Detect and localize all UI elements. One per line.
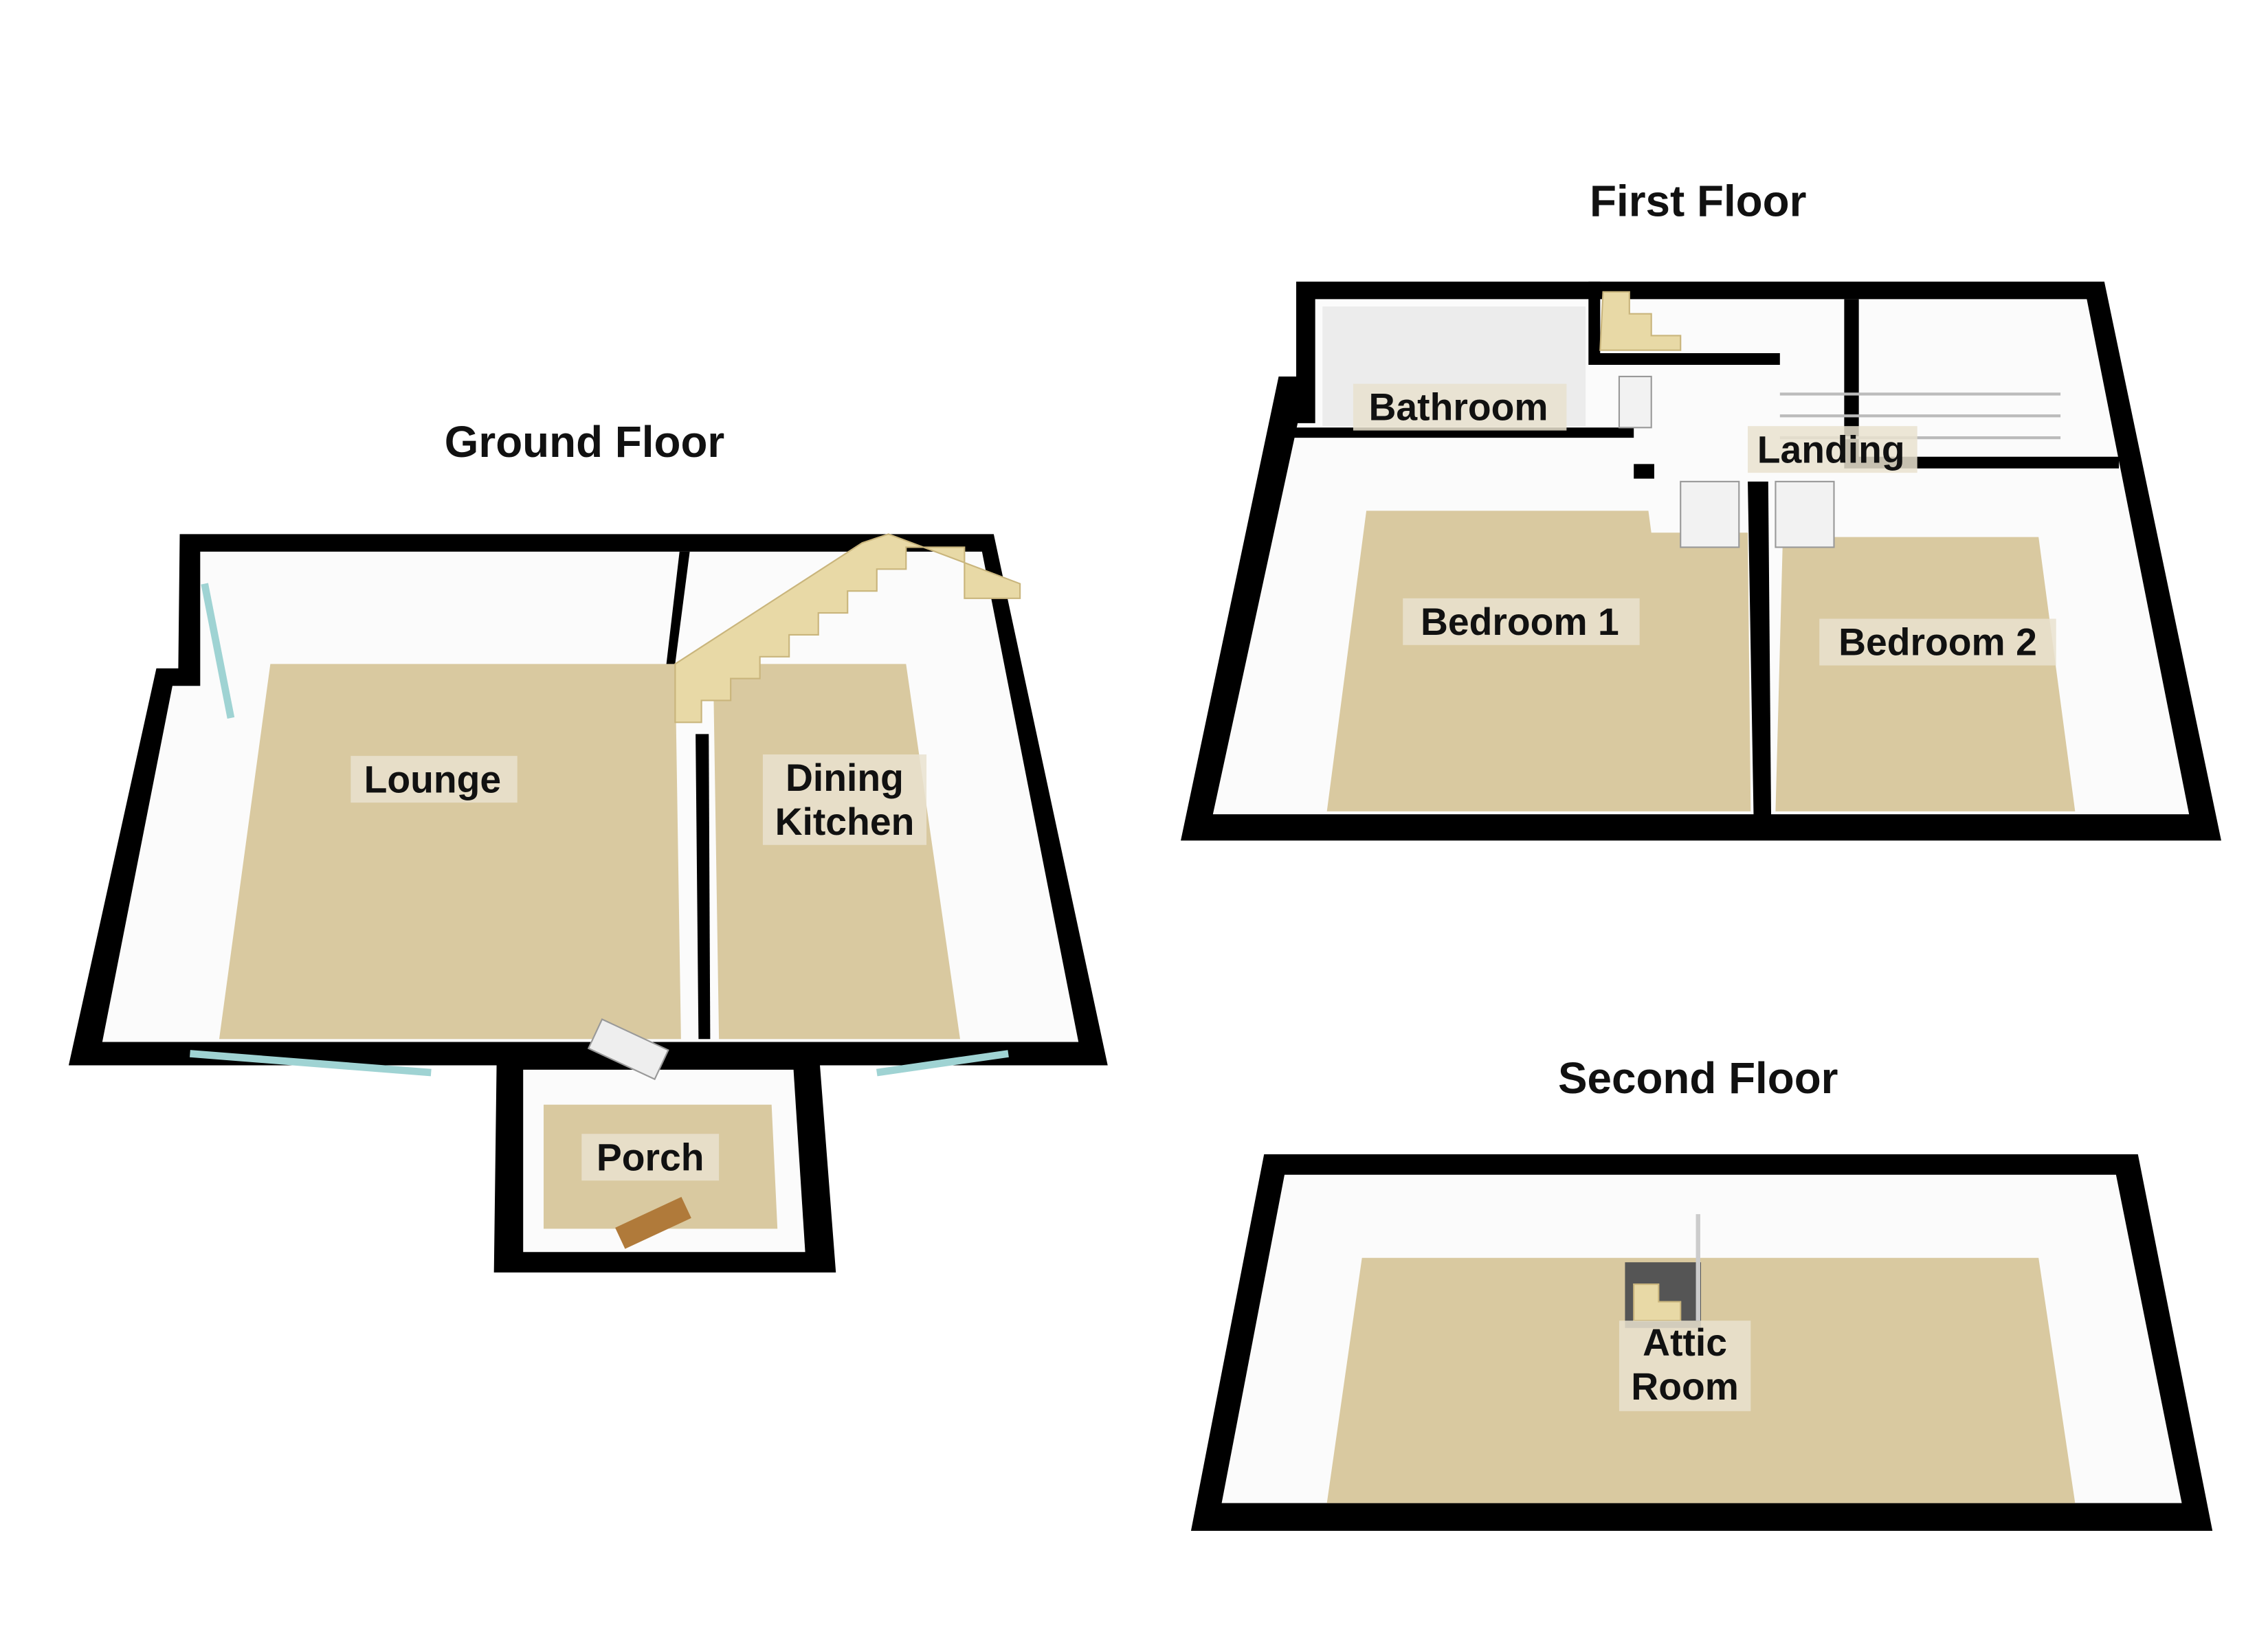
room-label-bathroom: Bathroom [1369, 386, 1548, 429]
bedroom1-door[interactable] [1680, 480, 1740, 548]
lounge-kitchen-partition [696, 734, 711, 1040]
label-bg [1403, 598, 1640, 645]
second-floor-title: Second Floor [1558, 1053, 1838, 1103]
room-label-landing: Landing [1757, 428, 1905, 471]
front-door[interactable] [615, 1196, 691, 1249]
room-label-lounge: Lounge [364, 758, 502, 800]
first-floor-plan: First Floor Bathroom Landing Bedroom 1 B… [1181, 176, 2221, 841]
staircase [674, 533, 1021, 723]
label-bg [351, 756, 518, 803]
label-bg [1619, 1321, 1751, 1411]
internal-door[interactable] [587, 1018, 669, 1081]
label-bg [1819, 618, 2056, 666]
room-label-dining: Dining [786, 756, 904, 799]
room-label-room: Room [1631, 1365, 1739, 1408]
bedroom2-floor [1775, 537, 2076, 811]
stair-partition-wall [666, 551, 690, 664]
second-floor-plan: Second Floor Attic Room [1190, 1053, 2213, 1531]
ground-floor-plan: Ground Floor Lounge Dining Kitchen Porch [68, 417, 1108, 1273]
window-left [201, 583, 235, 719]
room-label-bedroom2: Bedroom 2 [1838, 621, 2037, 664]
bathroom-wall [1286, 427, 1654, 479]
window-lounge-front [190, 1050, 432, 1077]
bedroom-partition [1748, 481, 1772, 818]
bedroom1-floor [1326, 511, 1751, 811]
room-label-bedroom1: Bedroom 1 [1421, 601, 1619, 643]
label-bg [1353, 383, 1567, 431]
staircase [1599, 291, 1682, 351]
label-bg [1748, 426, 1917, 473]
label-bg [581, 1134, 720, 1181]
label-bg [762, 754, 927, 845]
room-label-porch: Porch [597, 1136, 704, 1178]
ground-floor-title: Ground Floor [445, 417, 724, 467]
bedroom2-door[interactable] [1775, 480, 1835, 548]
room-label-attic: Attic [1643, 1321, 1727, 1364]
room-label-kitchen: Kitchen [775, 800, 915, 843]
window-kitchen-front [876, 1050, 1009, 1077]
bathroom-door[interactable] [1618, 375, 1652, 429]
lounge-floor [219, 664, 681, 1040]
landing-wall-top [1588, 281, 1780, 365]
first-floor-title: First Floor [1590, 176, 1806, 225]
